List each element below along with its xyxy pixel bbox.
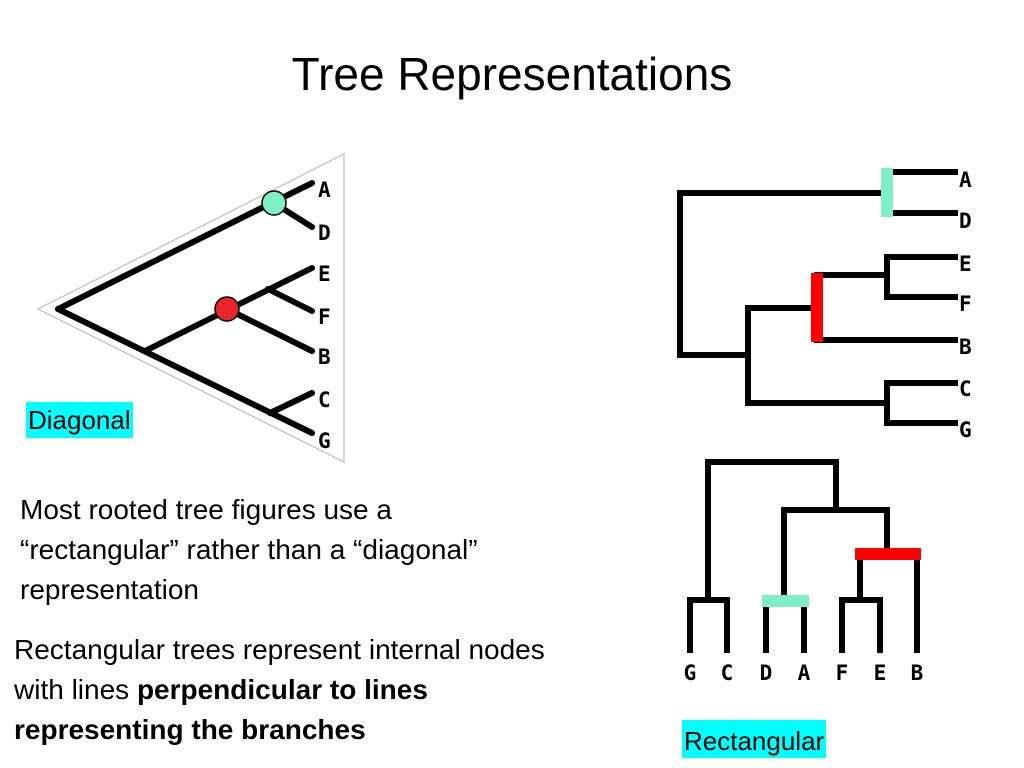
- diagonal-tree: A D E F B C G: [36, 152, 345, 464]
- rectangular-caption: Rectangular: [682, 720, 827, 758]
- paragraph-rectangular-trees: Rectangular trees represent internal nod…: [14, 630, 574, 750]
- h-internal-node-efb-highlight: [811, 273, 823, 342]
- v-leaf-e: E: [874, 661, 887, 685]
- h-leaf-a: A: [959, 168, 972, 192]
- v-leaf-c: C: [721, 661, 734, 685]
- diag-leaf-f: F: [318, 305, 331, 329]
- paragraph-rooted-figures: Most rooted tree figures use a “rectangu…: [20, 494, 478, 605]
- paragraph2-plain: Rectangular trees represent internal nod…: [14, 634, 545, 705]
- h-leaf-e: E: [959, 252, 972, 276]
- branch-to-b: [224, 306, 315, 354]
- slide-title: Tree Representations: [291, 48, 733, 100]
- diag-leaf-g: G: [318, 429, 331, 453]
- v-internal-node-da-highlight: [762, 595, 809, 607]
- h-internal-node-ad-highlight: [881, 168, 893, 217]
- diag-leaf-c: C: [318, 388, 331, 412]
- h-leaf-g: G: [959, 418, 972, 442]
- h-leaf-c: C: [959, 377, 972, 401]
- internal-node-ad-marker: [261, 190, 287, 216]
- branch-to-f: [265, 286, 315, 314]
- h-leaf-d: D: [959, 209, 972, 233]
- v-leaf-a: A: [798, 661, 811, 685]
- v-leaf-d: D: [760, 661, 773, 685]
- diag-leaf-e: E: [318, 262, 331, 286]
- branch-to-c: [267, 390, 315, 416]
- v-internal-node-efb-highlight: [855, 548, 921, 560]
- rectangular-tree-horizontal: A D E F B C G: [677, 168, 972, 442]
- rectangular-tree-vertical: G C D A F E B: [684, 459, 924, 685]
- h-leaf-b: B: [959, 335, 972, 359]
- diagonal-caption: Diagonal: [26, 402, 133, 438]
- internal-node-efb-marker: [214, 296, 240, 322]
- v-leaf-b: B: [911, 661, 924, 685]
- diag-leaf-b: B: [318, 345, 331, 369]
- h-leaf-f: F: [959, 292, 972, 316]
- diagonal-tree-outline: [36, 152, 345, 464]
- v-leaf-g: G: [684, 661, 697, 685]
- diag-leaf-a: A: [318, 178, 331, 202]
- paragraph2-bold: perpendicular to lines representing the …: [14, 674, 428, 745]
- v-leaf-f: F: [836, 661, 849, 685]
- diag-leaf-d: D: [318, 221, 331, 245]
